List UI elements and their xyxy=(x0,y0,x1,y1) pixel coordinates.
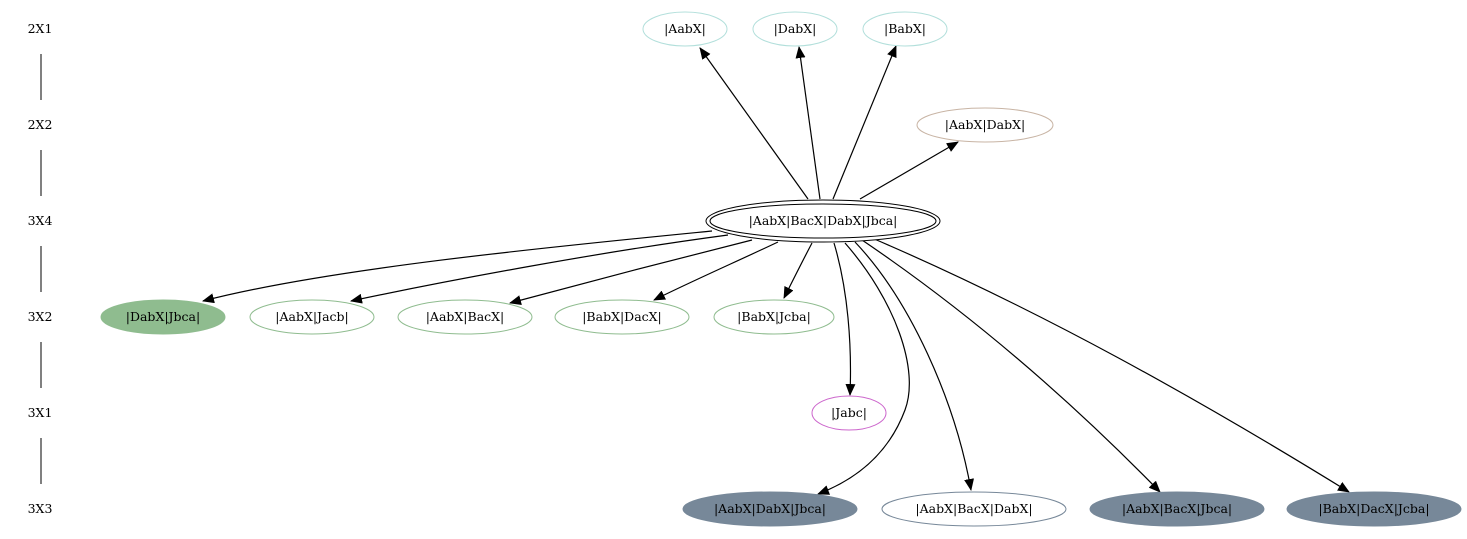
edge-arrow xyxy=(833,242,856,396)
rank-label: 3X2 xyxy=(28,309,53,324)
node-label: |AabX| xyxy=(664,21,706,36)
nodes: |AabX| |DabX| |BabX| |AabX|DabX| |AabX|BacX|… xyxy=(100,11,1462,527)
rank-label: 3X4 xyxy=(28,213,53,228)
node-ellipse-inner xyxy=(709,203,937,239)
graph-node[interactable]: |AabX|BacX| xyxy=(397,299,533,335)
node-label: |DabX| xyxy=(774,21,817,36)
rank-legend: 2X1 2X2 3X4 3X2 3X1 3X3 xyxy=(28,21,53,516)
graph-node[interactable]: |BabX|DacX|Jcba| xyxy=(1286,491,1462,527)
node-label: |AabX|BacX|Jbca| xyxy=(1122,501,1232,516)
node-label: |BabX|DacX|Jcba| xyxy=(1318,501,1429,516)
graph-node[interactable]: |AabX|DabX| xyxy=(916,107,1054,143)
graph-node[interactable]: |AabX|BacX|DabX|Jbca| xyxy=(705,199,941,243)
edge-arrow xyxy=(854,241,974,491)
node-label: |AabX|BacX| xyxy=(426,309,505,324)
edge-arrow xyxy=(202,230,713,304)
rank-label: 3X3 xyxy=(28,501,53,516)
edge-arrow xyxy=(783,242,813,299)
graph-node[interactable]: |DabX|Jbca| xyxy=(100,299,226,335)
edge-arrow xyxy=(795,46,821,200)
rank-label: 2X1 xyxy=(28,21,53,36)
node-ellipse xyxy=(1089,491,1265,527)
graph-node[interactable]: |AabX|BacX|DabX| xyxy=(881,491,1067,527)
node-label: |AabX|BacX|DabX|Jbca| xyxy=(749,213,898,228)
edge-arrow xyxy=(653,241,779,301)
graph-node[interactable]: |DabX| xyxy=(752,11,838,47)
edges xyxy=(202,45,1350,495)
node-label: |AabX|DabX|Jbca| xyxy=(714,501,826,516)
node-ellipse xyxy=(916,107,1054,143)
node-label: |AabX|DabX| xyxy=(945,117,1025,132)
node-ellipse xyxy=(397,299,533,335)
node-ellipse xyxy=(713,299,835,335)
node-label: |AabX|Jacb| xyxy=(275,309,348,324)
node-ellipse xyxy=(249,299,375,335)
graph-node[interactable]: |AabX|DabX|Jbca| xyxy=(682,491,858,527)
node-ellipse xyxy=(100,299,226,335)
node-ellipse xyxy=(642,11,728,47)
node-label: |Jabc| xyxy=(831,405,867,420)
edge-arrow xyxy=(817,242,910,495)
node-ellipse xyxy=(881,491,1067,527)
graph-node[interactable]: |BabX|Jcba| xyxy=(713,299,835,335)
edge-arrow xyxy=(699,47,809,200)
node-ellipse xyxy=(862,11,948,47)
node-ellipse xyxy=(811,395,887,431)
node-ellipse xyxy=(682,491,858,527)
graph-node[interactable]: |Jabc| xyxy=(811,395,887,431)
node-label: |BabX| xyxy=(884,21,926,36)
node-ellipse xyxy=(554,299,690,335)
edge-arrow xyxy=(871,237,1350,493)
edge-arrow xyxy=(509,239,753,305)
graph-node[interactable]: |AabX|BacX|Jbca| xyxy=(1089,491,1265,527)
node-label: |AabX|BacX|DabX| xyxy=(915,501,1032,516)
graph-node[interactable]: |AabX| xyxy=(642,11,728,47)
edge-arrow xyxy=(861,239,1161,493)
graph-node[interactable]: |AabX|Jacb| xyxy=(249,299,375,335)
node-label: |BabX|DacX| xyxy=(582,309,662,324)
rank-label: 3X1 xyxy=(28,405,53,420)
rank-label: 2X2 xyxy=(28,117,53,132)
node-label: |BabX|Jcba| xyxy=(737,309,811,324)
node-ellipse xyxy=(752,11,838,47)
graph-node[interactable]: |BabX|DacX| xyxy=(554,299,690,335)
node-ellipse xyxy=(1286,491,1462,527)
edge-arrow xyxy=(350,234,729,304)
graph-node[interactable]: |BabX| xyxy=(862,11,948,47)
edge-arrow xyxy=(832,45,897,200)
node-label: |DabX|Jbca| xyxy=(126,309,200,324)
node-ellipse xyxy=(705,199,941,243)
edge-arrow xyxy=(859,141,959,200)
